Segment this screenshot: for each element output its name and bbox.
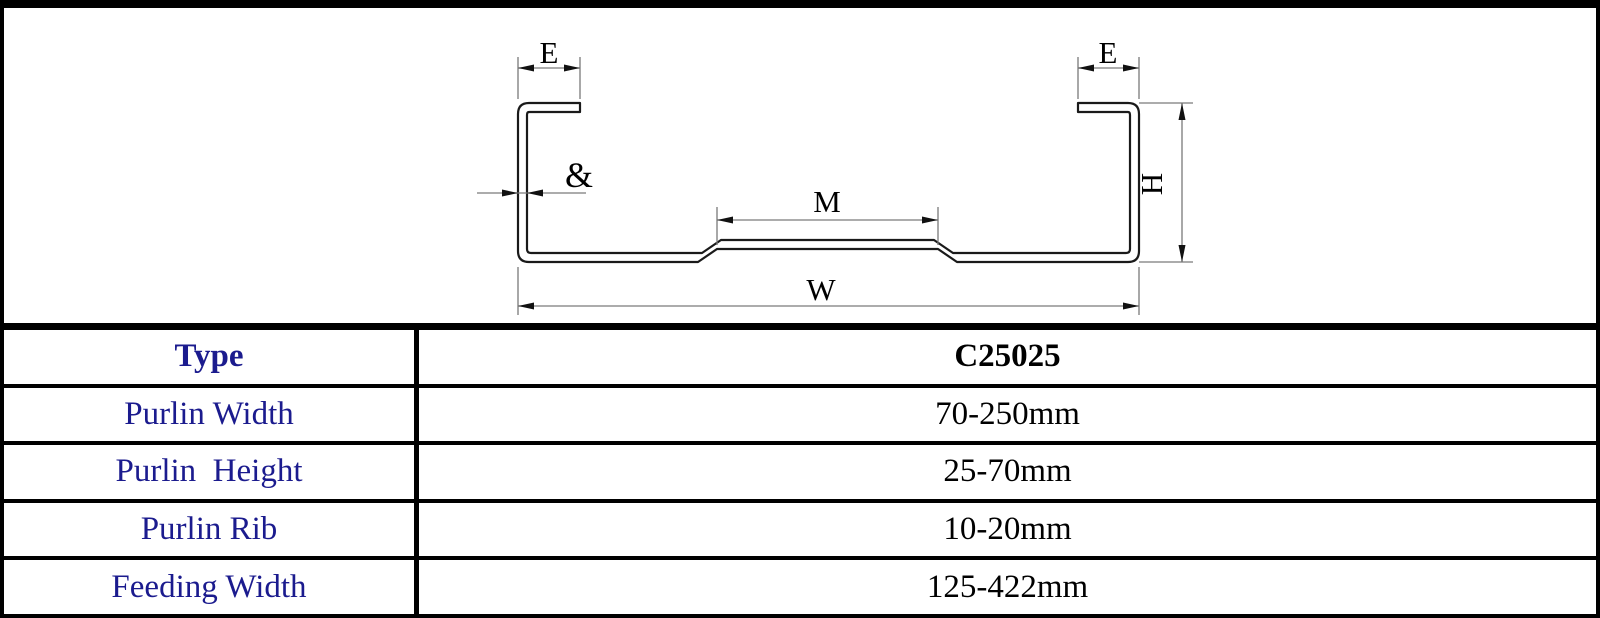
- row-value-purlin-width: 70-250mm: [419, 388, 1596, 442]
- spec-table: Type C25025 Purlin Width 70-250mm Purlin…: [4, 326, 1596, 614]
- row-value-feeding-width: 125-422mm: [419, 560, 1596, 614]
- purlin-profile-svg: E E H &: [477, 35, 1193, 315]
- dim-label-e-left: E: [540, 35, 559, 70]
- dimension-w: W: [517, 267, 1140, 315]
- row-header-type: Type: [4, 330, 419, 384]
- purlin-profile-outline: [516, 101, 1141, 264]
- row-value-purlin-width-text: 70-250mm: [935, 395, 1080, 432]
- row-value-purlin-height-text: 25-70mm: [943, 453, 1072, 490]
- dimension-m: M: [716, 184, 939, 245]
- dim-label-m: M: [813, 184, 841, 219]
- dimension-e-right: E: [1077, 35, 1140, 99]
- row-value-type-text: C25025: [954, 338, 1061, 375]
- row-header-purlin-rib-text: Purlin Rib: [140, 511, 278, 548]
- purlin-cross-section-diagram: E E H &: [4, 8, 1596, 326]
- dimension-e-left: E: [517, 35, 581, 99]
- row-header-feeding-width-text: Feeding Width: [111, 568, 307, 605]
- dim-label-e-right: E: [1099, 35, 1118, 70]
- row-value-purlin-height: 25-70mm: [419, 445, 1596, 499]
- dim-label-h: H: [1134, 173, 1169, 195]
- row-header-type-text: Type: [174, 338, 244, 375]
- row-value-purlin-rib: 10-20mm: [419, 503, 1596, 557]
- dimension-thickness: &: [477, 155, 593, 197]
- dim-label-w: W: [806, 272, 836, 307]
- table-row-feeding-width: Feeding Width 125-422mm: [4, 556, 1596, 614]
- row-header-feeding-width: Feeding Width: [4, 560, 419, 614]
- table-row-purlin-rib: Purlin Rib 10-20mm: [4, 498, 1596, 557]
- dimension-h: H: [1134, 102, 1193, 263]
- row-header-purlin-height: Purlin Height: [4, 445, 419, 499]
- row-header-purlin-height-text: Purlin Height: [115, 453, 303, 490]
- row-header-purlin-width-text: Purlin Width: [124, 395, 294, 432]
- table-row-purlin-width: Purlin Width 70-250mm: [4, 383, 1596, 442]
- row-value-feeding-width-text: 125-422mm: [926, 568, 1089, 605]
- row-value-type: C25025: [419, 330, 1596, 384]
- dim-label-thickness: &: [565, 155, 593, 195]
- row-header-purlin-width: Purlin Width: [4, 387, 419, 442]
- row-header-purlin-rib: Purlin Rib: [4, 502, 419, 557]
- row-value-purlin-rib-text: 10-20mm: [943, 511, 1072, 548]
- table-row-type: Type C25025: [4, 326, 1596, 384]
- table-row-purlin-height: Purlin Height 25-70mm: [4, 441, 1596, 499]
